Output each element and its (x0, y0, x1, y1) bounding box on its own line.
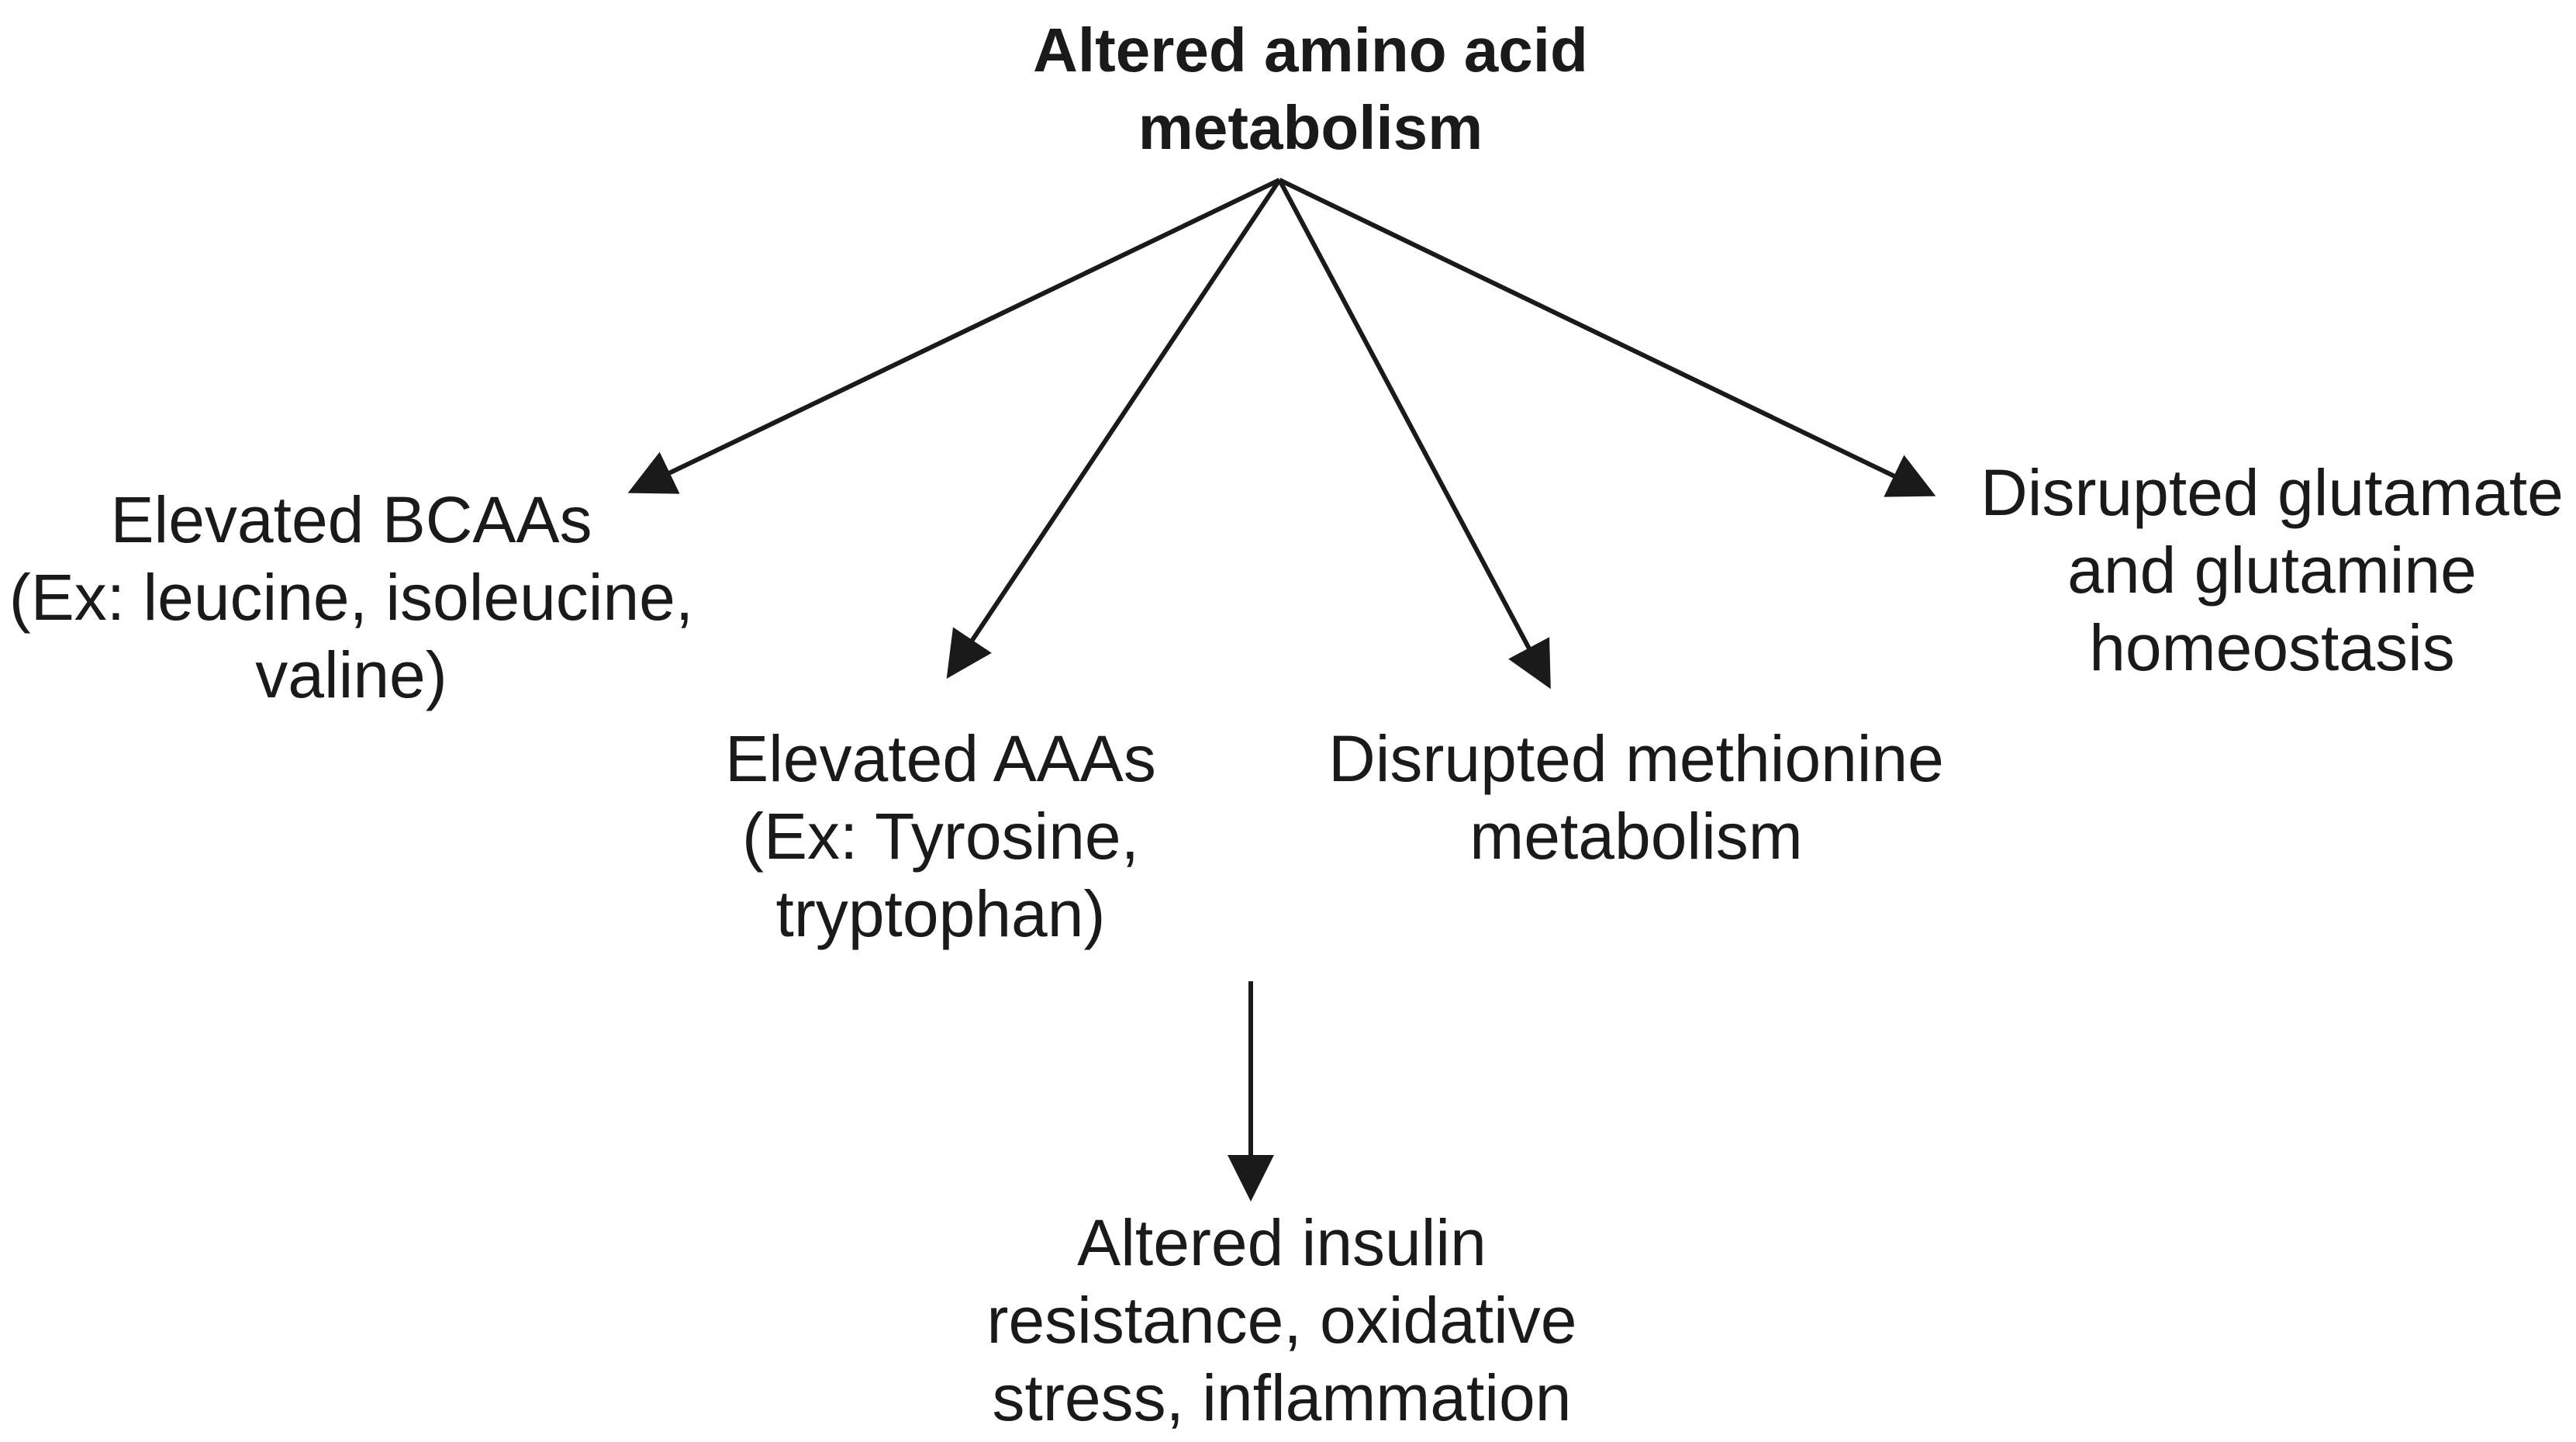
arrow-to-methionine (1277, 178, 1551, 690)
title-line: metabolism (1138, 93, 1483, 162)
node-line: Disrupted glutamate (1980, 456, 2564, 529)
node-disrupted-glutamate: Disrupted glutamate and glutamine homeos… (1980, 454, 2564, 686)
node-line: and glutamine (2067, 534, 2477, 607)
node-altered-insulin-outcome: Altered insulin resistance, oxidative st… (986, 1204, 1576, 1437)
arrow-to-glutamate (1278, 178, 1936, 497)
node-line: Elevated BCAAs (110, 483, 592, 556)
node-line: (Ex: leucine, isoleucine, (9, 561, 694, 634)
node-line: Elevated AAAs (725, 722, 1156, 795)
title-line: Altered amino acid (1033, 16, 1588, 85)
node-line: Disrupted methionine (1328, 722, 1944, 795)
arrow-to-aaa (946, 178, 1282, 679)
arrow-to-bcaa (627, 178, 1281, 494)
node-line: resistance, oxidative (986, 1284, 1577, 1357)
node-line: homeostasis (2089, 611, 2455, 684)
node-elevated-bcaas: Elevated BCAAs (Ex: leucine, isoleucine,… (9, 481, 693, 714)
node-line: tryptophan) (775, 877, 1106, 950)
node-disrupted-methionine: Disrupted methionine metabolism (1328, 720, 1944, 875)
node-line: metabolism (1469, 800, 1803, 873)
node-line: valine) (255, 638, 447, 711)
node-elevated-aaas: Elevated AAAs (Ex: Tyrosine, tryptophan) (725, 720, 1156, 953)
node-line: stress, inflammation (992, 1361, 1572, 1434)
node-line: (Ex: Tyrosine, (742, 800, 1139, 873)
node-line: Altered insulin (1077, 1206, 1487, 1279)
diagram-title: Altered amino acid metabolism (1033, 12, 1588, 167)
